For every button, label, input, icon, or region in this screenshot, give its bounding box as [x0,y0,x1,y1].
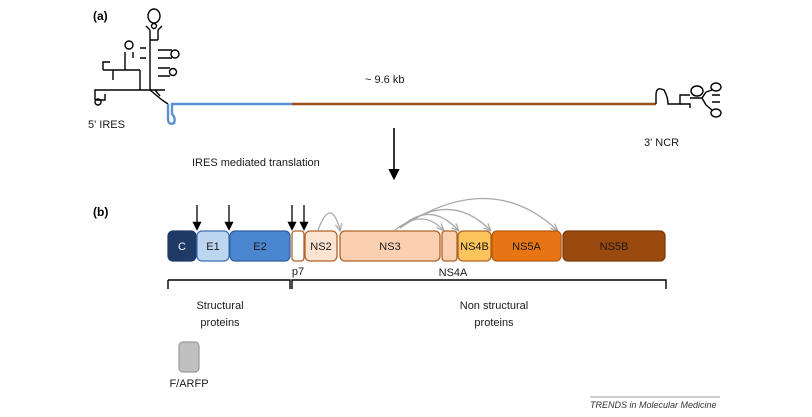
protein-ns4b [457,230,492,262]
arc-ns2-ns3 [317,212,340,230]
protein-ns5a-label: NS5A [512,241,541,253]
viral-protease-arcs [317,197,557,230]
protein-ns4a [441,230,458,262]
panel-b-label: (b) [93,205,108,219]
nonstructural-label-line2: proteins [474,317,514,329]
structural-label-line2: proteins [200,317,240,329]
genome-length-label: ~ 9.6 kb [365,74,404,86]
five-prime-ires-label: 5' IRES [88,119,125,131]
protein-e2-label: E2 [253,241,266,253]
polyprotein: C E1 E2 p7 NS2 NS3 NS4A NS4B NS5A NS5B [167,230,666,279]
translation-label: IRES mediated translation [192,157,320,169]
protein-e2 [229,230,291,262]
structural-bracket [167,279,291,289]
protein-ns5b [562,230,666,262]
arc-ns3-ns4a [394,218,443,230]
structural-label-line1: Structural [196,300,243,312]
signal-peptidase-cleavage-arrows [192,205,309,231]
ires-structure-icon [94,8,180,106]
footer-credit: TRENDS in Molecular Medicine [590,400,717,410]
protein-f-arfp-label: F/ARFP [169,378,208,390]
three-prime-ncr-label: 3' NCR [644,137,679,149]
protein-e1 [196,230,230,262]
protein-ns2-label: NS2 [310,241,331,253]
protein-ns5b-label: NS5B [600,241,629,253]
protein-ns5a [491,230,562,262]
rna-5prime-segment [166,102,292,126]
protein-p7 [291,230,305,262]
protein-f-arfp [178,341,200,373]
protein-ns3 [339,230,441,262]
panel-a-label: (a) [93,9,108,23]
arc-ns3-ns5b [399,197,557,230]
protein-ns4a-label: NS4A [439,267,468,279]
protein-e1-label: E1 [206,241,219,253]
nonstructural-label-line1: Non structural [460,300,528,312]
protein-p7-label: p7 [292,266,304,278]
protein-ns4b-label: NS4B [460,241,489,253]
ncr-structure-icon [655,82,722,118]
protein-ns3-label: NS3 [379,241,400,253]
nonstructural-bracket [291,279,667,289]
protein-ns2 [304,230,338,262]
protein-c-label: C [178,241,186,253]
protein-c [167,230,197,262]
